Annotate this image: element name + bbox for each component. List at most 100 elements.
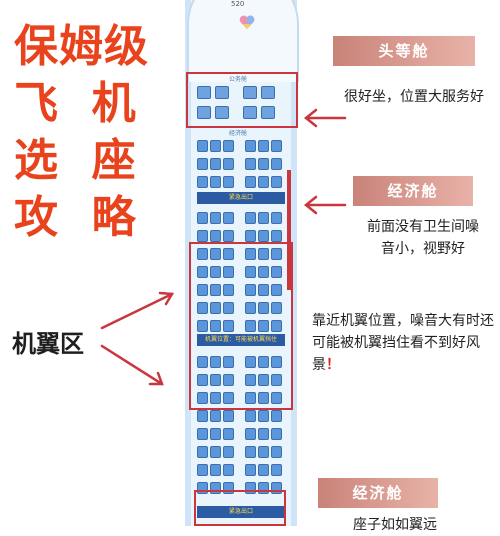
- economy-seat[interactable]: [245, 158, 256, 170]
- economy-seat[interactable]: [245, 140, 256, 152]
- economy-seat[interactable]: [258, 392, 269, 404]
- economy-seat[interactable]: [245, 392, 256, 404]
- economy-seat[interactable]: [245, 176, 256, 188]
- economy-seat[interactable]: [223, 284, 234, 296]
- economy-seat[interactable]: [271, 230, 282, 242]
- economy-seat[interactable]: [223, 248, 234, 260]
- economy-seat[interactable]: [258, 482, 269, 494]
- economy-seat[interactable]: [271, 482, 282, 494]
- economy-seat[interactable]: [245, 428, 256, 440]
- economy-seat[interactable]: [197, 248, 208, 260]
- economy-seat[interactable]: [197, 464, 208, 476]
- economy-seat[interactable]: [223, 464, 234, 476]
- economy-seat[interactable]: [258, 410, 269, 422]
- economy-seat[interactable]: [258, 446, 269, 458]
- economy-seat[interactable]: [210, 158, 221, 170]
- economy-seat[interactable]: [271, 410, 282, 422]
- economy-seat[interactable]: [271, 140, 282, 152]
- economy-seat[interactable]: [223, 356, 234, 368]
- economy-seat[interactable]: [258, 230, 269, 242]
- economy-seat[interactable]: [258, 248, 269, 260]
- economy-seat[interactable]: [258, 140, 269, 152]
- economy-seat[interactable]: [223, 302, 234, 314]
- economy-seat[interactable]: [258, 212, 269, 224]
- economy-seat[interactable]: [258, 284, 269, 296]
- economy-seat[interactable]: [245, 212, 256, 224]
- first-class-seat[interactable]: [243, 106, 257, 119]
- economy-seat[interactable]: [197, 302, 208, 314]
- economy-seat[interactable]: [271, 464, 282, 476]
- first-class-seat[interactable]: [215, 86, 229, 99]
- economy-seat[interactable]: [271, 158, 282, 170]
- economy-seat[interactable]: [271, 266, 282, 278]
- economy-seat[interactable]: [210, 392, 221, 404]
- first-class-seat[interactable]: [243, 86, 257, 99]
- economy-seat[interactable]: [258, 428, 269, 440]
- economy-seat[interactable]: [223, 428, 234, 440]
- economy-seat[interactable]: [210, 428, 221, 440]
- economy-seat[interactable]: [223, 212, 234, 224]
- economy-seat[interactable]: [245, 356, 256, 368]
- economy-seat[interactable]: [271, 176, 282, 188]
- economy-seat[interactable]: [223, 446, 234, 458]
- economy-seat[interactable]: [245, 284, 256, 296]
- economy-seat[interactable]: [245, 266, 256, 278]
- economy-seat[interactable]: [271, 374, 282, 386]
- economy-seat[interactable]: [197, 230, 208, 242]
- first-class-seat[interactable]: [261, 86, 275, 99]
- economy-seat[interactable]: [245, 410, 256, 422]
- economy-seat[interactable]: [271, 320, 282, 332]
- economy-seat[interactable]: [197, 392, 208, 404]
- economy-seat[interactable]: [245, 374, 256, 386]
- economy-seat[interactable]: [223, 230, 234, 242]
- economy-seat[interactable]: [197, 320, 208, 332]
- first-class-seat[interactable]: [197, 86, 211, 99]
- economy-seat[interactable]: [245, 230, 256, 242]
- economy-seat[interactable]: [271, 248, 282, 260]
- economy-seat[interactable]: [271, 284, 282, 296]
- economy-seat[interactable]: [271, 428, 282, 440]
- economy-seat[interactable]: [197, 266, 208, 278]
- economy-seat[interactable]: [210, 230, 221, 242]
- economy-seat[interactable]: [210, 284, 221, 296]
- economy-seat[interactable]: [197, 482, 208, 494]
- economy-seat[interactable]: [197, 140, 208, 152]
- economy-seat[interactable]: [271, 212, 282, 224]
- economy-seat[interactable]: [271, 302, 282, 314]
- economy-seat[interactable]: [245, 482, 256, 494]
- economy-seat[interactable]: [210, 302, 221, 314]
- economy-seat[interactable]: [210, 248, 221, 260]
- economy-seat[interactable]: [210, 482, 221, 494]
- first-class-seat[interactable]: [215, 106, 229, 119]
- economy-seat[interactable]: [210, 410, 221, 422]
- economy-seat[interactable]: [197, 446, 208, 458]
- economy-seat[interactable]: [258, 374, 269, 386]
- economy-seat[interactable]: [197, 374, 208, 386]
- economy-seat[interactable]: [223, 392, 234, 404]
- economy-seat[interactable]: [245, 302, 256, 314]
- economy-seat[interactable]: [210, 212, 221, 224]
- economy-seat[interactable]: [197, 356, 208, 368]
- first-class-seat[interactable]: [261, 106, 275, 119]
- economy-seat[interactable]: [271, 356, 282, 368]
- economy-seat[interactable]: [245, 446, 256, 458]
- economy-seat[interactable]: [197, 176, 208, 188]
- economy-seat[interactable]: [210, 446, 221, 458]
- economy-seat[interactable]: [223, 158, 234, 170]
- economy-seat[interactable]: [223, 374, 234, 386]
- economy-seat[interactable]: [271, 446, 282, 458]
- economy-seat[interactable]: [197, 410, 208, 422]
- economy-seat[interactable]: [223, 482, 234, 494]
- economy-seat[interactable]: [258, 320, 269, 332]
- economy-seat[interactable]: [245, 464, 256, 476]
- economy-seat[interactable]: [258, 464, 269, 476]
- economy-seat[interactable]: [258, 266, 269, 278]
- economy-seat[interactable]: [210, 266, 221, 278]
- economy-seat[interactable]: [258, 356, 269, 368]
- economy-seat[interactable]: [197, 284, 208, 296]
- economy-seat[interactable]: [210, 140, 221, 152]
- economy-seat[interactable]: [197, 158, 208, 170]
- first-class-seat[interactable]: [197, 106, 211, 119]
- economy-seat[interactable]: [210, 176, 221, 188]
- economy-seat[interactable]: [271, 392, 282, 404]
